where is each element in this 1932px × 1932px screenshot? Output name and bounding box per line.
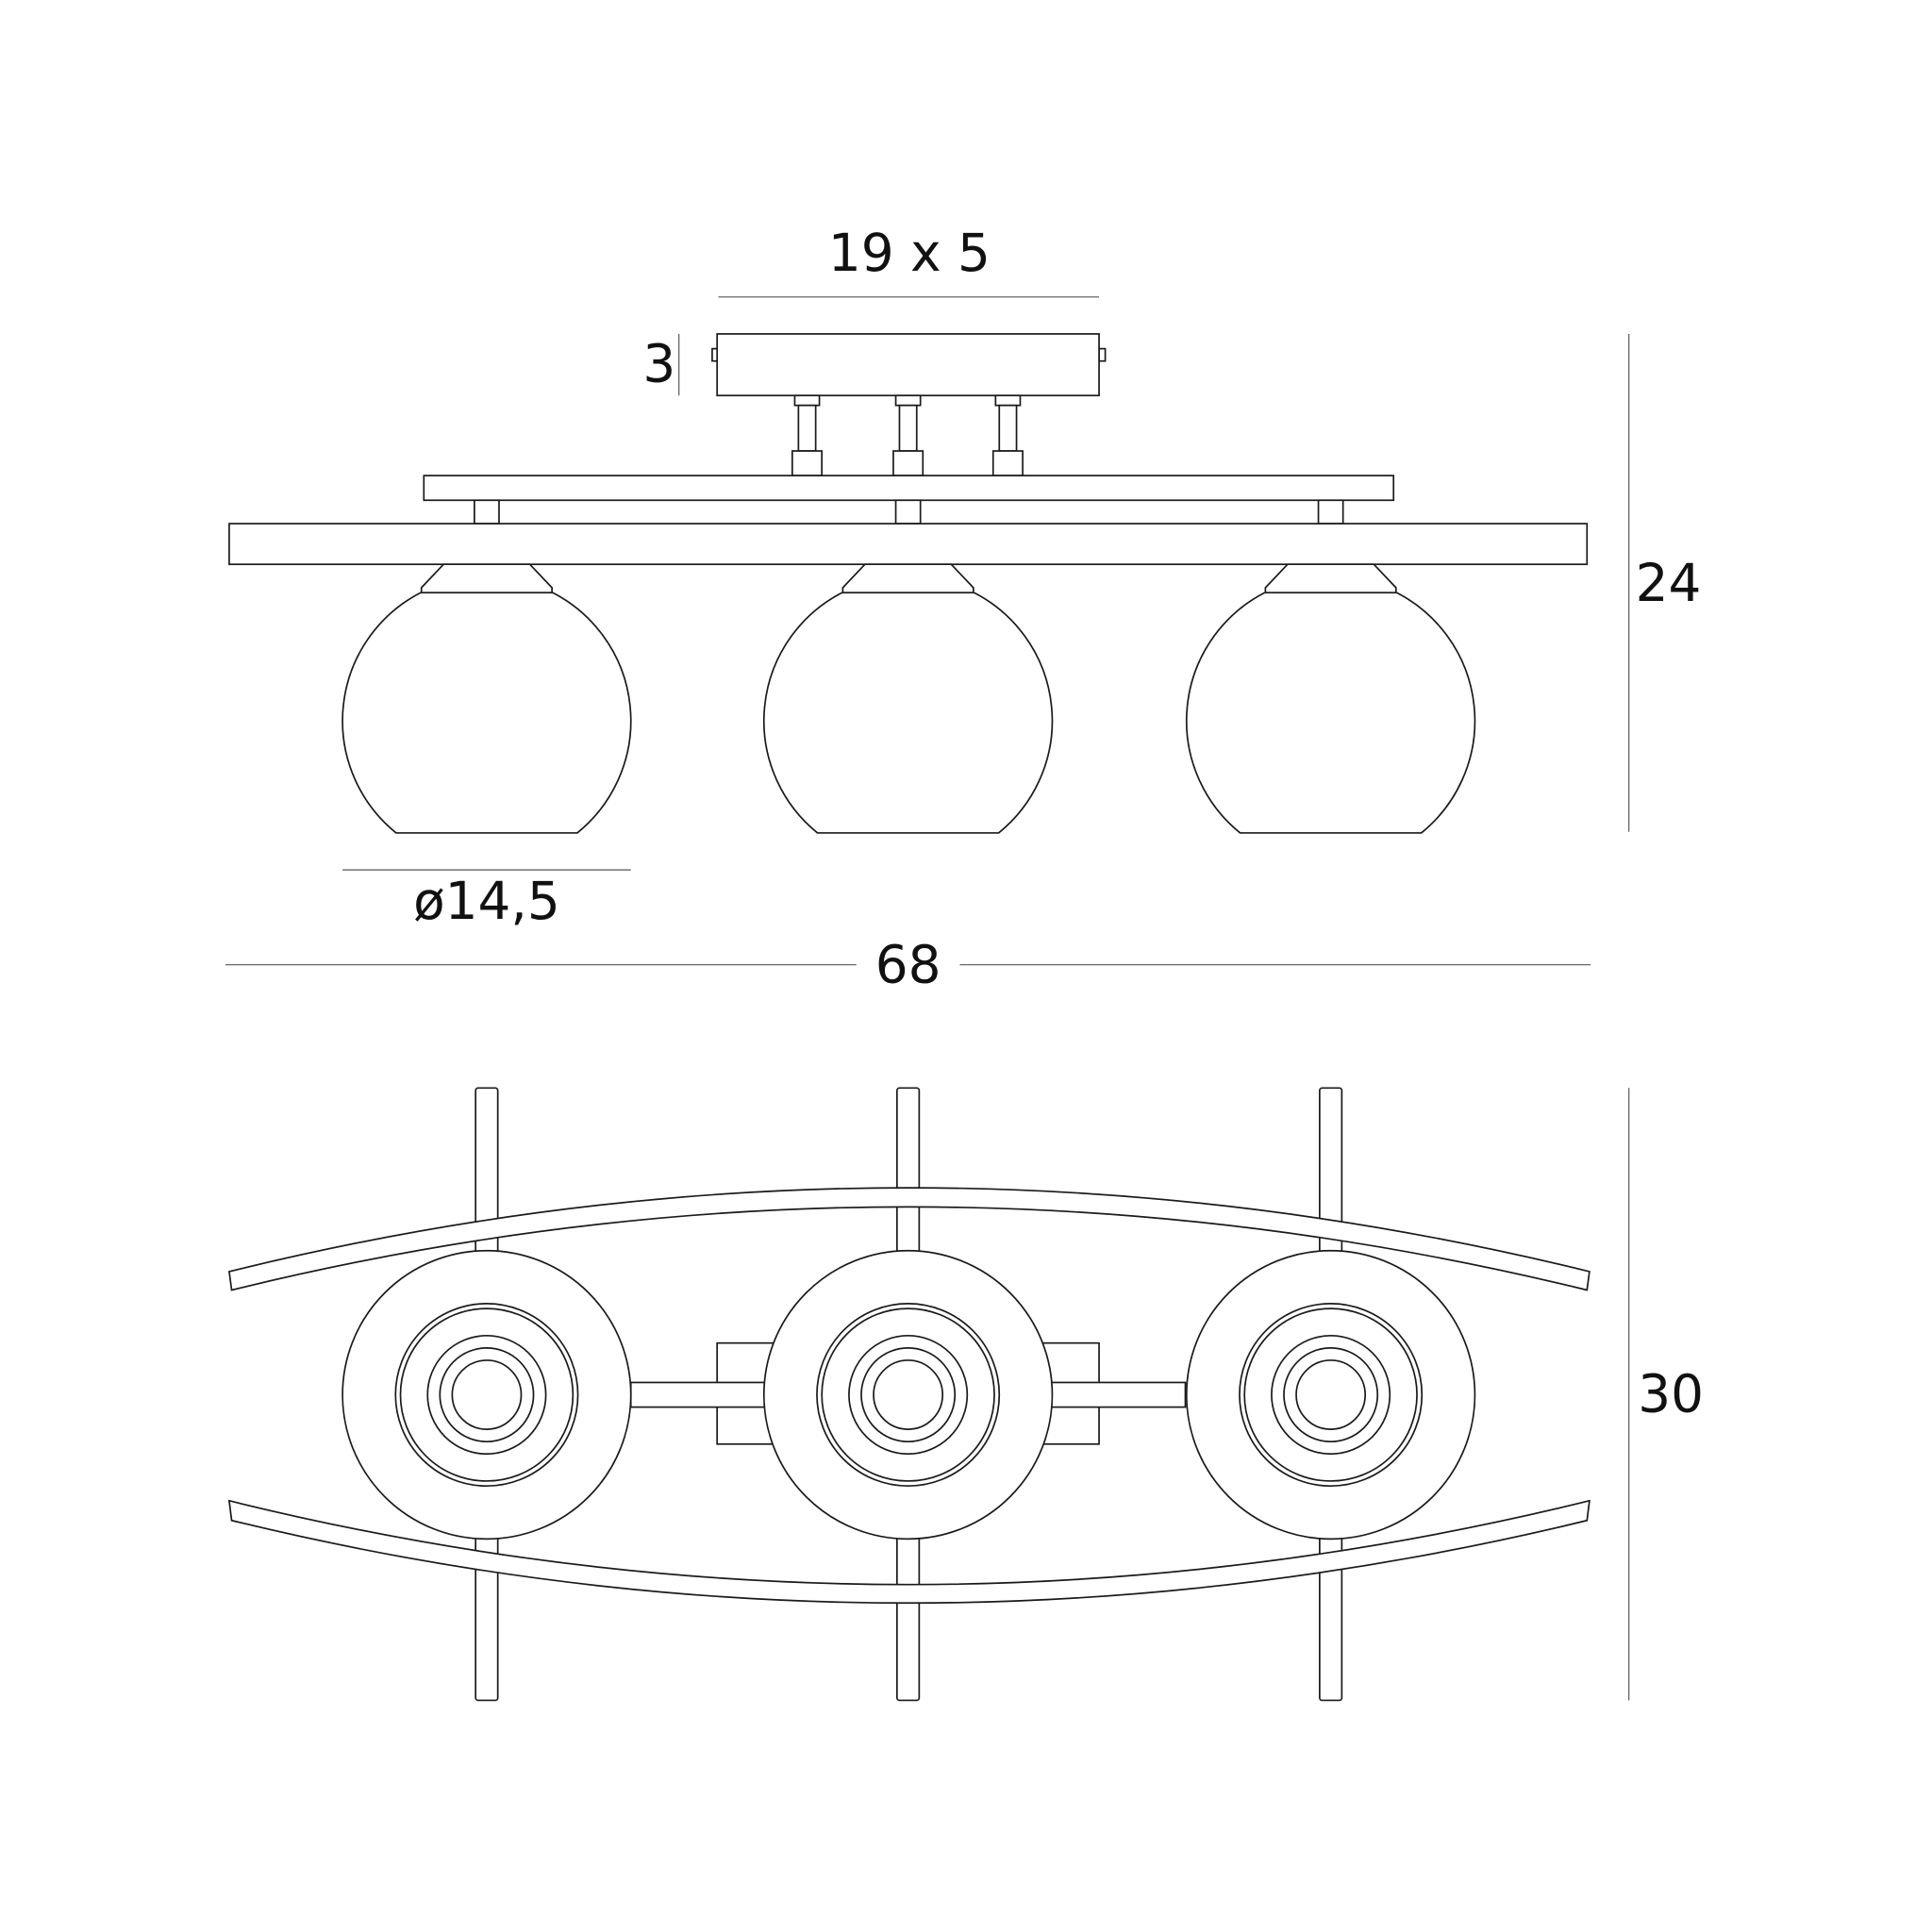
canopy-height-label: 3 — [642, 333, 675, 393]
top-view — [227, 1087, 1591, 1702]
canopy-size-label: 19 x 5 — [828, 223, 991, 283]
stem — [898, 404, 918, 452]
stem-nut — [791, 450, 824, 477]
stem — [797, 404, 817, 452]
globe-diameter-label: ø14,5 — [413, 871, 560, 931]
total-height-label: 24 — [1636, 553, 1702, 613]
socket-center — [451, 1359, 523, 1430]
globe-holder — [1264, 563, 1397, 594]
canopy — [716, 333, 1100, 397]
stem-cap — [793, 394, 821, 407]
bar-post — [474, 499, 500, 525]
stem-cap — [994, 394, 1022, 407]
lower-arc-bar — [227, 1499, 1591, 1605]
total-width-label: 30 — [1638, 1363, 1704, 1424]
globe-holder — [420, 563, 553, 594]
socket-center — [873, 1359, 944, 1430]
bar-post — [894, 499, 922, 525]
glass-globe — [341, 591, 632, 834]
stem-nut — [991, 450, 1024, 477]
glass-globe — [1186, 591, 1476, 834]
stem-cap — [894, 394, 922, 407]
total-length-label: 68 — [875, 935, 941, 995]
upper-bar — [423, 475, 1395, 502]
socket-center — [1295, 1359, 1367, 1430]
stem-nut — [892, 450, 924, 477]
bar-post — [1317, 499, 1344, 525]
upper-arc-bar — [227, 1187, 1591, 1291]
glass-globe — [763, 591, 1054, 834]
main-bar — [228, 523, 1589, 566]
stem — [998, 404, 1018, 452]
canopy-knob — [1098, 347, 1107, 362]
dimension-lines — [225, 296, 1630, 1701]
globe-holder — [841, 563, 974, 594]
front-view — [228, 333, 1589, 834]
